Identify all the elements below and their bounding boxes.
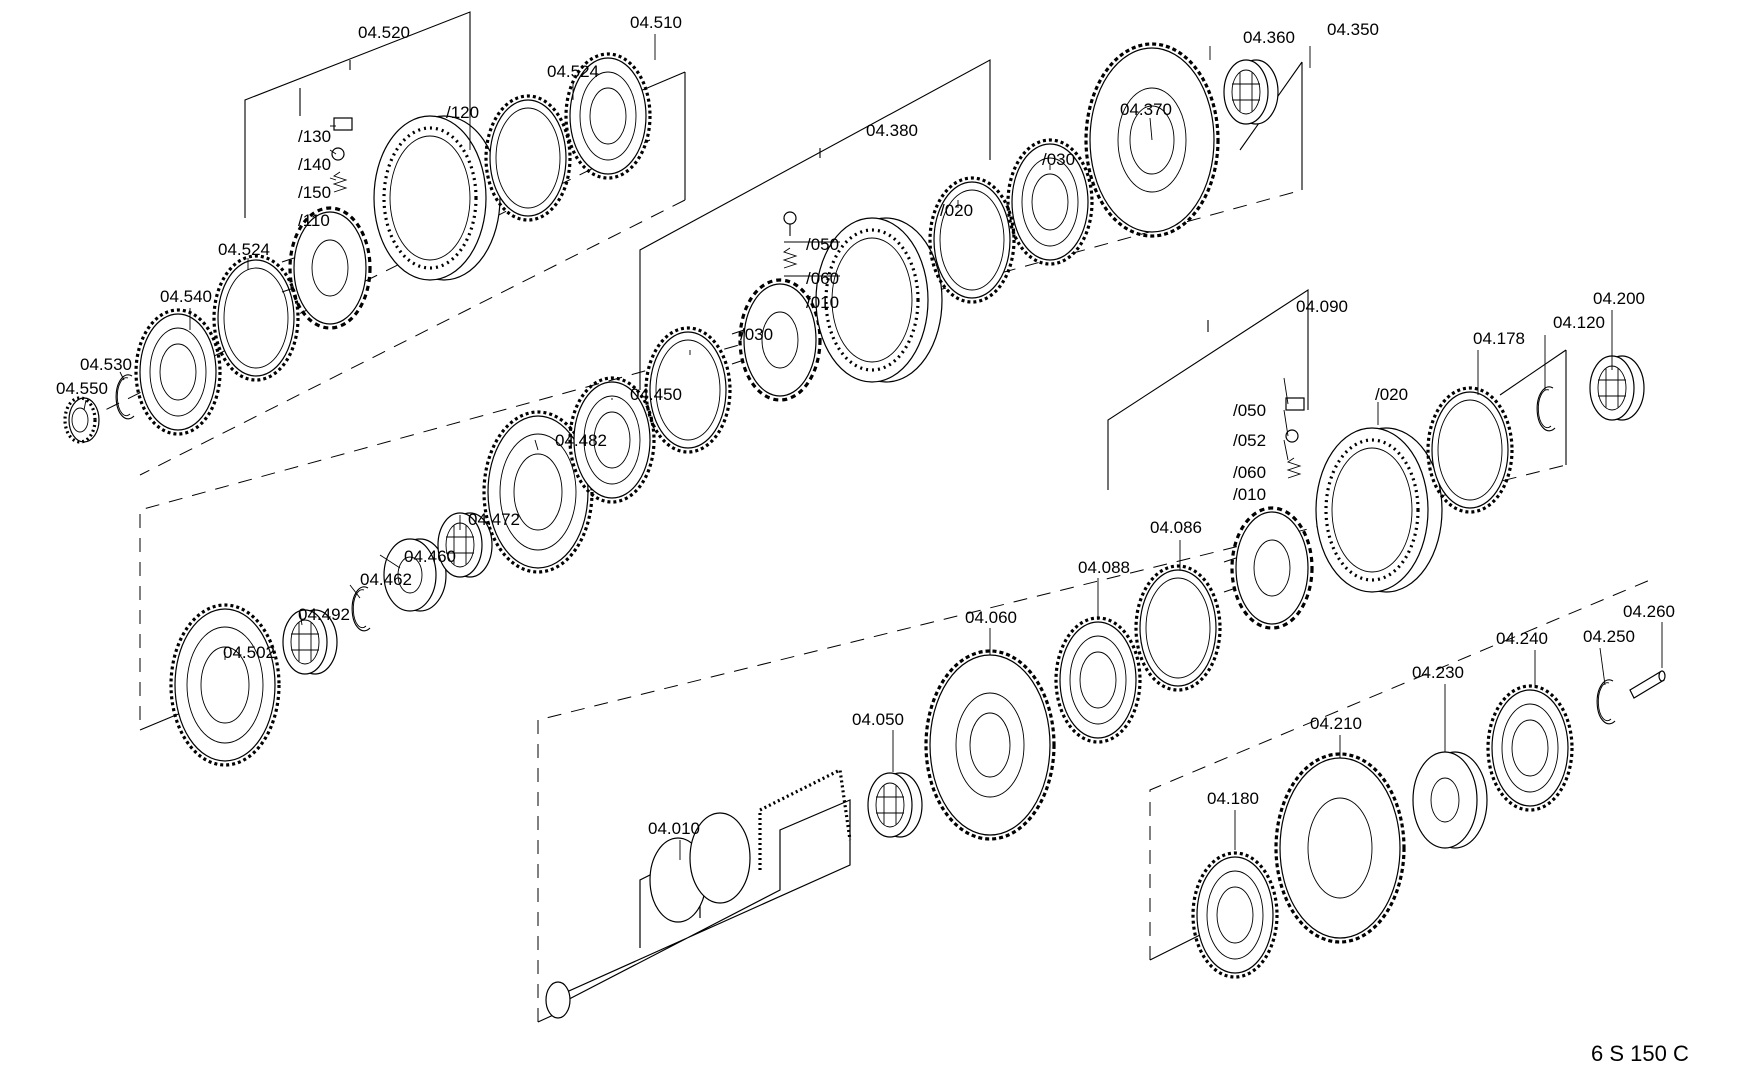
label-130: /130 bbox=[298, 127, 331, 146]
gear-04-060 bbox=[924, 649, 1056, 841]
ring-030-upper bbox=[928, 176, 1016, 304]
bearing-04-050 bbox=[867, 772, 923, 838]
label-030-upper: /030 bbox=[1042, 150, 1075, 169]
label-04-370: 04.370 bbox=[1120, 100, 1172, 119]
detent-130-140-150 bbox=[331, 117, 353, 193]
label-04-060: 04.060 bbox=[965, 608, 1017, 627]
detent-050-052-060-low bbox=[1285, 397, 1305, 479]
label-020-low: /020 bbox=[1375, 385, 1408, 404]
label-110: /110 bbox=[298, 211, 330, 230]
label-04-550: 04.550 bbox=[56, 379, 108, 398]
label-030-lower: /030 bbox=[740, 325, 773, 344]
label-052: /052 bbox=[1233, 431, 1266, 450]
label-04-088: 04.088 bbox=[1078, 558, 1130, 577]
label-060-low: /060 bbox=[1233, 463, 1266, 482]
model-code: 6 S 150 C bbox=[1591, 1041, 1689, 1066]
sleeve-120 bbox=[372, 114, 502, 282]
label-050-low: /050 bbox=[1233, 401, 1266, 420]
label-04-260: 04.260 bbox=[1623, 602, 1675, 621]
bush-04-460 bbox=[383, 538, 447, 612]
label-050-mid: /050 bbox=[806, 235, 839, 254]
bearing-04-230 bbox=[1412, 751, 1488, 849]
detent-050-060-mid bbox=[782, 211, 798, 269]
label-010-low: /010 bbox=[1233, 485, 1266, 504]
label-04-086: 04.086 bbox=[1150, 518, 1202, 537]
leader-lines bbox=[83, 34, 1663, 860]
bearing-04-350 bbox=[1223, 59, 1279, 125]
group-04-090 bbox=[537, 288, 1666, 1023]
label-04-180: 04.180 bbox=[1207, 789, 1259, 808]
label-04-450: 04.450 bbox=[630, 385, 682, 404]
label-010-mid: /010 bbox=[806, 293, 839, 312]
gear-04-180 bbox=[1191, 851, 1279, 979]
clip-04-120 bbox=[1536, 386, 1556, 432]
bearing-04-200 bbox=[1589, 355, 1645, 421]
label-04-462: 04.462 bbox=[360, 570, 412, 589]
label-04-502: 04.502 bbox=[223, 643, 275, 662]
label-04-520: 04.520 bbox=[358, 23, 410, 42]
shaft-04-010 bbox=[545, 767, 852, 1019]
label-04-530: 04.530 bbox=[80, 355, 132, 374]
clip-04-250 bbox=[1596, 679, 1616, 725]
label-04-240: 04.240 bbox=[1496, 629, 1548, 648]
label-020-mid: /020 bbox=[940, 201, 973, 220]
label-060-mid: /060 bbox=[806, 269, 839, 288]
label-04-178: 04.178 bbox=[1473, 329, 1525, 348]
sleeve-020-low bbox=[1314, 426, 1444, 594]
label-04-360: 04.360 bbox=[1243, 28, 1295, 47]
label-04-380: 04.380 bbox=[866, 121, 918, 140]
label-04-200: 04.200 bbox=[1593, 289, 1645, 308]
gear-04-210 bbox=[1274, 752, 1406, 944]
gear-04-502 bbox=[169, 603, 281, 767]
clip-04-462 bbox=[351, 586, 371, 632]
label-04-350: 04.350 bbox=[1327, 20, 1379, 39]
label-04-090: 04.090 bbox=[1296, 297, 1348, 316]
label-04-540: 04.540 bbox=[160, 287, 212, 306]
label-04-460: 04.460 bbox=[404, 547, 456, 566]
pin-04-260 bbox=[1629, 670, 1666, 699]
label-04-010: 04.010 bbox=[648, 819, 700, 838]
label-150: /150 bbox=[298, 183, 331, 202]
gear-04-088 bbox=[1054, 616, 1142, 744]
part-labels: 04.520 04.510 04.524 /120 /130 /140 /150… bbox=[56, 13, 1689, 1066]
ring-04-086 bbox=[1134, 564, 1222, 692]
label-04-472: 04.472 bbox=[468, 510, 520, 529]
label-04-210: 04.210 bbox=[1310, 714, 1362, 733]
label-04-510: 04.510 bbox=[630, 13, 682, 32]
label-04-120: 04.120 bbox=[1553, 313, 1605, 332]
label-04-230: 04.230 bbox=[1412, 663, 1464, 682]
label-120: /120 bbox=[446, 103, 479, 122]
label-04-524-lower: 04.524 bbox=[218, 240, 270, 259]
hub-010-low bbox=[1222, 506, 1314, 630]
label-04-250: 04.250 bbox=[1583, 627, 1635, 646]
label-04-524-upper: 04.524 bbox=[547, 62, 599, 81]
label-140: /140 bbox=[298, 155, 331, 174]
gear-04-240 bbox=[1486, 684, 1574, 812]
gear-04-540 bbox=[134, 308, 222, 436]
group-04-520 bbox=[63, 11, 686, 476]
ring-04-524-lower bbox=[212, 254, 300, 382]
label-04-050: 04.050 bbox=[852, 710, 904, 729]
snap-ring-04-550 bbox=[63, 396, 100, 444]
label-04-482: 04.482 bbox=[555, 431, 607, 450]
label-04-492: 04.492 bbox=[298, 605, 350, 624]
